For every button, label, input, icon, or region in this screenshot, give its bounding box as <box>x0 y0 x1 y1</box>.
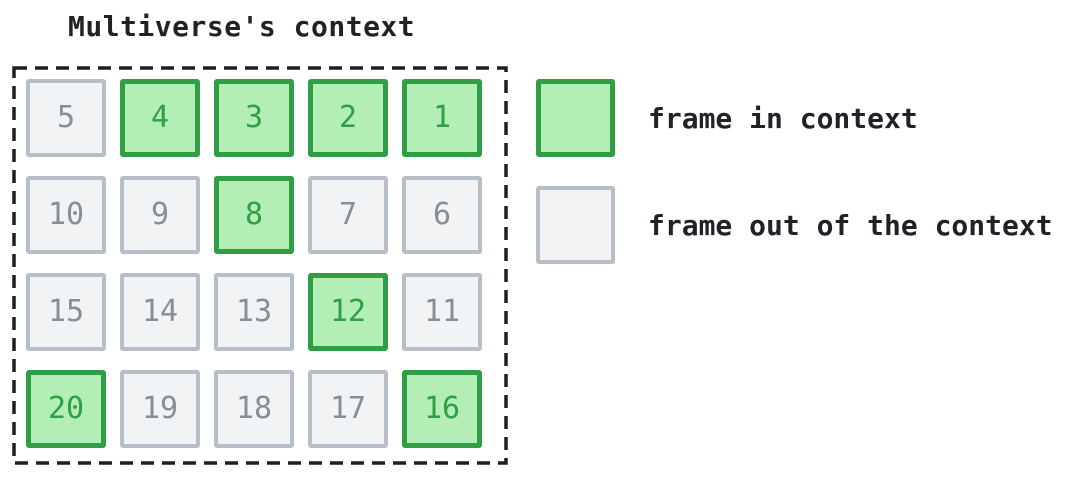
frame-cell-11-out-of-context: 11 <box>402 273 482 351</box>
frame-cell-18-out-of-context: 18 <box>214 370 294 448</box>
context-dashed-border <box>12 66 508 465</box>
legend-label-out-of-context: frame out of the context <box>648 208 1053 242</box>
frame-cell-10-out-of-context: 10 <box>26 176 106 254</box>
frame-cell-8-in-context: 8 <box>214 176 294 254</box>
diagram-title: Multiverse's context <box>68 10 416 43</box>
legend-item-out-of-context: frame out of the context <box>536 186 1053 264</box>
legend: frame in context frame out of the contex… <box>536 79 1053 264</box>
frame-cell-14-out-of-context: 14 <box>120 273 200 351</box>
frame-cell-12-in-context: 12 <box>308 273 388 351</box>
frame-cell-3-in-context: 3 <box>214 79 294 157</box>
frame-cell-4-in-context: 4 <box>120 79 200 157</box>
frame-cell-1-in-context: 1 <box>402 79 482 157</box>
frame-cell-5-out-of-context: 5 <box>26 79 106 157</box>
frame-cell-9-out-of-context: 9 <box>120 176 200 254</box>
out-of-context-swatch <box>536 186 615 264</box>
in-context-swatch <box>536 79 615 157</box>
frame-cell-17-out-of-context: 17 <box>308 370 388 448</box>
frame-cell-19-out-of-context: 19 <box>120 370 200 448</box>
frame-cell-16-in-context: 16 <box>402 370 482 448</box>
legend-item-in-context: frame in context <box>536 79 1053 157</box>
frame-cell-7-out-of-context: 7 <box>308 176 388 254</box>
frame-cell-2-in-context: 2 <box>308 79 388 157</box>
frame-cell-6-out-of-context: 6 <box>402 176 482 254</box>
frame-cell-20-in-context: 20 <box>26 370 106 448</box>
frame-cell-15-out-of-context: 15 <box>26 273 106 351</box>
frame-cell-13-out-of-context: 13 <box>214 273 294 351</box>
legend-label-in-context: frame in context <box>648 101 918 135</box>
